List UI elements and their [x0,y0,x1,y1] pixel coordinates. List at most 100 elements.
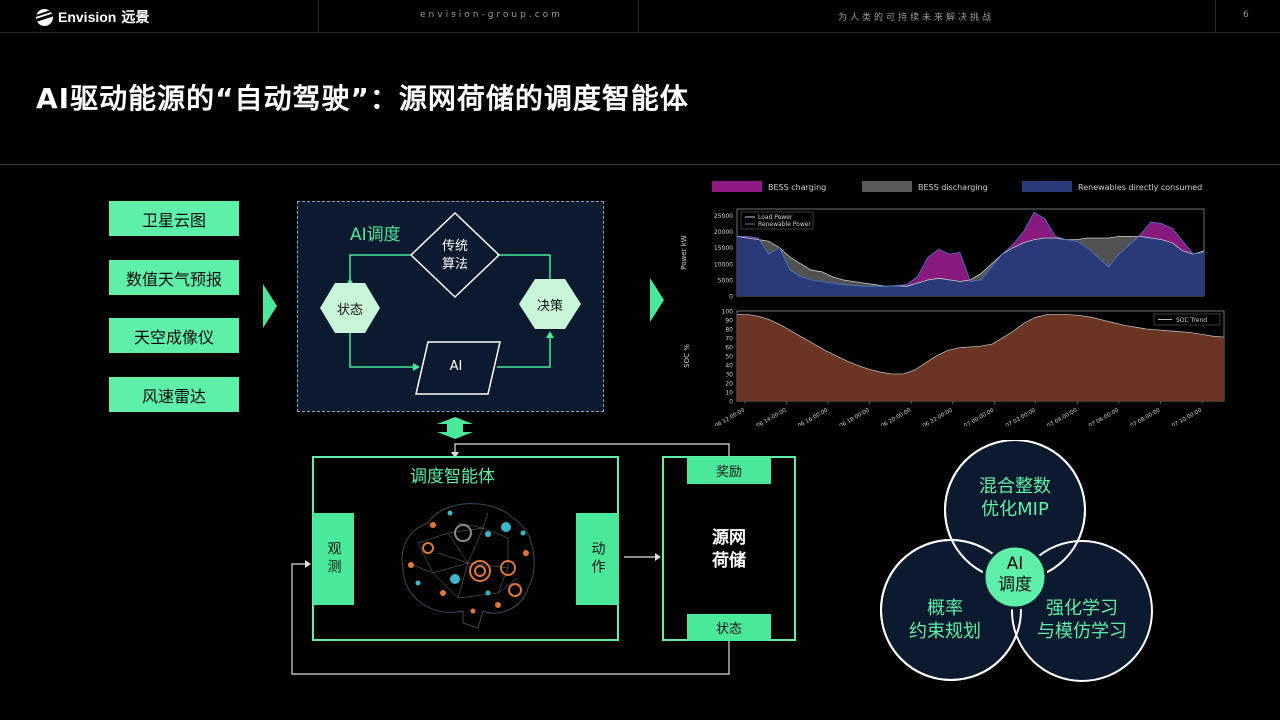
legend-label: BESS discharging [918,183,988,192]
renewables-consumed-area [737,236,1204,296]
header-divider [1215,0,1216,32]
brand-name-cn: 远景 [121,9,150,25]
envision-logo-icon [36,8,53,26]
action-bar: 动作 [576,513,619,605]
traditional-algorithm-label: 传统 算法 [425,238,485,274]
legend-label-soc: SOC Trend [1176,317,1207,324]
soc-xtick-label: 07 06:00:00 [1088,407,1120,426]
soc-xtick-label: 06 14:00:00 [756,407,788,426]
title-divider [0,164,1280,165]
decision-hexagon [519,279,581,329]
state-hexagon [320,283,380,333]
ai-label: AI [449,359,463,374]
soc-xtick-label: 06 22:00:00 [922,407,954,426]
venn-probabilistic-line1: 概率 [927,598,963,619]
traditional-label-line1: 传统 [441,239,468,254]
legend-swatch [1022,181,1072,192]
power-ytick-label: 5000 [718,277,733,284]
agent-loop-connectors [291,443,730,675]
soc-xtick-label: 06 16:00:00 [797,407,829,426]
soc-ytick-label: 50 [725,354,733,361]
soc-xtick-label: 06 20:00:00 [880,407,912,426]
observe-bar: 观测 [313,513,354,605]
venn-probabilistic-line2: 约束规划 [909,621,981,642]
header-slogan: 为人类的可持续未来解决挑战 [838,13,995,23]
soc-ytick-label: 60 [725,345,733,352]
ai-dispatch-title: AI调度 [350,225,401,245]
renewable-power-line [737,211,1205,287]
venn-mip-label: 混合整数 优化MIP [955,475,1075,521]
venn-mip-line2: 优化MIP [981,499,1049,520]
soc-xtick-label: 07 10:00:00 [1171,407,1203,426]
header-website: envision-group.com [420,10,563,20]
power-ylabel: Power kW [680,235,688,269]
brand-logo: Envision 远景 [36,7,149,27]
soc-ytick-label: 40 [725,363,733,370]
soc-ytick-label: 30 [725,372,733,379]
venn-probabilistic-label: 概率 约束规划 [890,597,1000,643]
ai-dispatch-diagram [320,211,581,395]
power-legend-box [740,211,814,230]
ai-parallelogram [415,341,501,395]
reward-bar: 奖励 [687,457,771,484]
soc-legend-box [1153,313,1221,326]
soc-area [737,314,1224,401]
environment-label-line2: 荷储 [712,551,746,571]
venn-rl-line2: 与模仿学习 [1037,621,1127,642]
soc-ytick-label: 80 [725,327,733,334]
brand-name: Envision [58,9,117,25]
power-ytick-label: 20000 [714,229,733,236]
traditional-algorithm-diamond [409,211,501,299]
power-ytick-label: 10000 [714,261,733,268]
venn-mip-line1: 混合整数 [979,476,1051,497]
power-ytick-label: 15000 [714,245,733,252]
venn-diagram [880,440,1153,682]
soc-xtick-label: 07 02:00:00 [1005,407,1037,426]
soc-ylabel: SOC % [683,344,691,368]
power-ytick-label: 25000 [714,213,733,220]
ai-brain-network-icon [401,503,535,629]
legend-label: Renewables directly consumed [1078,183,1202,192]
page-title: AI驱动能源的“自动驾驶”：源网荷储的调度智能体 [36,82,689,115]
input-weather-forecast: 数值天气预报 [109,260,239,295]
load-power-line [736,236,1205,287]
legend-swatch [862,181,912,192]
action-label: 动作 [589,541,606,577]
soc-xtick-label: 07 04:00:00 [1046,407,1078,426]
decision-label: 决策 [536,299,563,314]
header-divider-line [0,32,1280,33]
soc-line [737,314,1225,375]
traditional-label-line2: 算法 [441,257,468,272]
environment-label-line1: 源网 [712,528,746,548]
venn-rl-label: 强化学习 与模仿学习 [1022,597,1142,643]
dispatch-charts: BESS charging BESS discharging Renewables … [680,181,1225,429]
venn-rl-line1: 强化学习 [1046,598,1118,619]
input-satellite-cloud: 卫星云图 [109,201,239,236]
venn-center-line2: 调度 [998,575,1032,595]
bidirectional-arrow-icon [437,417,473,439]
soc-ytick-label: 20 [725,381,733,388]
soc-ytick-label: 0 [729,399,733,406]
venn-center-circle [982,544,1048,610]
soc-xtick-label: 07 08:00:00 [1129,407,1161,426]
header-divider [638,0,639,32]
environment-state-bar: 状态 [687,614,771,641]
input-sky-imager: 天空成像仪 [109,318,239,353]
soc-xtick-label: 06 12:00:00 [714,407,746,426]
legend-label: BESS charging [768,183,826,192]
venn-center-label: AI 调度 [985,554,1045,596]
legend-label-renewable: Renewable Power [758,221,811,228]
soc-ytick-label: 100 [722,309,734,316]
environment-label: 源网 荷储 [662,527,796,573]
soc-ytick-label: 70 [725,336,733,343]
soc-ytick-label: 10 [725,390,733,397]
soc-xtick-label: 07 00:00:00 [963,407,995,426]
dispatch-charts-panel: BESS charging BESS discharging Renewables … [677,176,1237,429]
input-wind-radar: 风速雷达 [109,377,239,412]
agent-title: 调度智能体 [410,467,495,487]
flow-arrow-icon [650,278,664,322]
venn-center-line1: AI [1006,554,1024,574]
flow-arrow-icon [263,284,277,328]
observe-label: 观测 [325,541,342,577]
power-ytick-label: 0 [729,294,733,301]
